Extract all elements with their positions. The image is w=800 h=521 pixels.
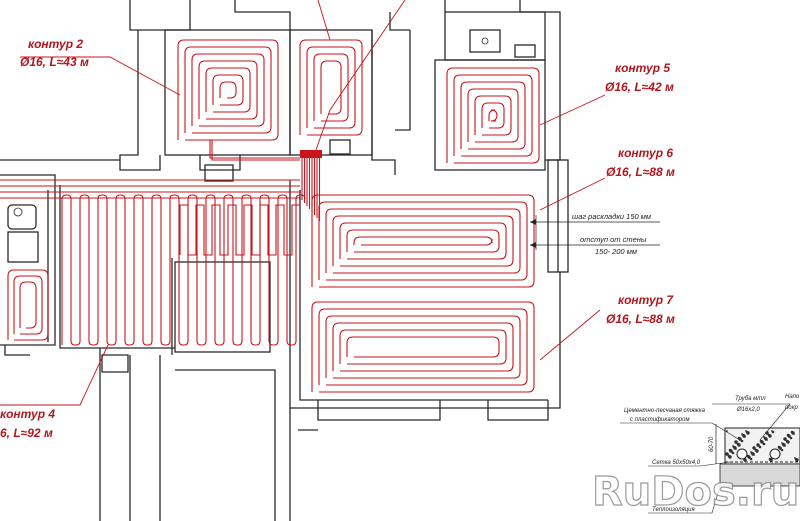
- circuit-2b-spiral: [320, 60, 342, 115]
- circuit-2-spiral: [198, 60, 258, 120]
- circuit-6-spiral: [311, 194, 535, 288]
- screed-aggregate: [756, 443, 760, 447]
- screed-aggregate: [783, 437, 787, 441]
- walls: [0, 0, 569, 521]
- floor-section-detail: 60-70 Труба м/пл Ø16x2,0 Цементно-песчан…: [620, 394, 800, 514]
- circuit-labels: контур 2 Ø16, L≈43 м контур 5 Ø16, L≈42 …: [0, 37, 675, 440]
- screed-aggregate: [771, 430, 773, 432]
- bath-spiral: [19, 281, 37, 329]
- section-pipe-label: Труба м/пл: [735, 396, 766, 402]
- screed-aggregate: [752, 446, 756, 450]
- screed-aggregate: [781, 442, 783, 444]
- circuit-6-spiral: [318, 201, 528, 281]
- circuit-5-spiral: [446, 67, 540, 164]
- circuit-6-spiral: [346, 229, 500, 253]
- circuit-7-spiral: [318, 308, 528, 386]
- screed-aggregate: [763, 436, 765, 438]
- circuit-2-spiral: [177, 39, 279, 141]
- section-cut-label-1: Напо: [785, 394, 800, 400]
- circuit-5-spiral: [467, 88, 519, 143]
- circuit-6-spiral: [339, 222, 507, 260]
- circuit-2-name: контур 2: [28, 37, 83, 51]
- circuit-5-spiral: [460, 81, 526, 150]
- screed-aggregate: [746, 454, 750, 458]
- screed-aggregate: [765, 431, 769, 435]
- screed-aggregate: [726, 430, 728, 432]
- screed-aggregate: [728, 448, 732, 452]
- section-screed-2: с пластификатором: [630, 417, 690, 423]
- circuit-6-spiral: [353, 236, 493, 246]
- circuit-6-spec: Ø16, L≈88 м: [606, 165, 675, 179]
- screed-aggregate: [790, 430, 794, 434]
- pipe-annotations: шаг раскладки 150 мм отступ от стены 150…: [572, 212, 651, 256]
- heating-pipes: [0, 39, 540, 393]
- screed-aggregate: [725, 452, 729, 456]
- circuit-2-spiral: [212, 74, 244, 106]
- circuit-7-spiral: [325, 315, 521, 379]
- screed-aggregate: [777, 445, 781, 449]
- section-screed-1: Цементно-песчаная стяжка: [624, 408, 706, 414]
- circuit-2b-spiral: [306, 46, 356, 129]
- screed-aggregate: [741, 433, 743, 435]
- circuit-7-spec: Ø16, L≈88 м: [606, 312, 675, 326]
- screed-aggregate: [768, 457, 772, 461]
- circuit-7-spiral: [311, 301, 535, 393]
- circuit-5-spiral: [488, 109, 498, 122]
- screed-aggregate: [734, 440, 738, 444]
- circuit-6-spiral: [325, 208, 521, 274]
- screed-aggregate: [759, 439, 763, 443]
- section-pipe-size: Ø16x2,0: [736, 407, 760, 413]
- circuit-2-return: [211, 140, 300, 161]
- screed-aggregate: [745, 430, 747, 432]
- circuit-5-name: контур 5: [615, 61, 670, 75]
- leader-lines: [0, 0, 660, 406]
- bath-spiral: [13, 275, 43, 335]
- circuit-2b-spiral: [299, 39, 363, 136]
- offset-note-1: отступ от стены: [580, 235, 647, 244]
- circuit-2-supply: [209, 140, 300, 159]
- circuit-4-name: контур 4: [0, 407, 55, 421]
- bath-spiral: [7, 269, 49, 341]
- corridor-serpentine: [179, 204, 300, 256]
- pitch-note: шаг раскладки 150 мм: [572, 212, 651, 221]
- circuit-4-serpentine: [61, 194, 306, 346]
- circuit-2-spiral: [184, 46, 272, 134]
- circuit-7-name: контур 7: [618, 293, 674, 307]
- circuit-2-spiral: [219, 81, 237, 99]
- screed-aggregate: [794, 457, 796, 459]
- screed-aggregate: [750, 451, 752, 453]
- screed-aggregate: [786, 433, 790, 437]
- circuit-2-spiral: [191, 53, 265, 127]
- screed-aggregate: [732, 445, 734, 447]
- circuit-2b-spiral: [313, 53, 349, 122]
- circuit-7-spiral: [339, 329, 507, 365]
- circuit-6-name: контур 6: [618, 146, 673, 160]
- offset-note-2: 150- 200 мм: [595, 247, 637, 256]
- circuit-5-spiral: [474, 95, 512, 136]
- circuit-6-spiral: [332, 215, 514, 267]
- circuit-5-spec: Ø16, L≈42 м: [605, 80, 674, 94]
- circuit-7-spiral: [346, 336, 500, 358]
- watermark: RuDos.ru: [592, 469, 799, 515]
- section-cut-label-2: покр: [785, 405, 798, 411]
- section-insulation: Теплоизоляция: [652, 507, 695, 513]
- circuit-5-spiral: [453, 74, 533, 157]
- screed-aggregate: [743, 458, 747, 462]
- circuit-2-spiral: [205, 67, 251, 113]
- circuit-2-spec: Ø16, L≈43 м: [20, 55, 89, 69]
- section-mesh: Сетка 50х50х4,0: [652, 460, 701, 466]
- circuit-4-spec: 6, L≈92 м: [0, 426, 53, 440]
- section-dim: 60-70: [709, 436, 715, 452]
- manifold: [300, 150, 322, 158]
- circuit-5-spiral: [481, 102, 505, 129]
- circuit-7-spiral: [332, 322, 514, 372]
